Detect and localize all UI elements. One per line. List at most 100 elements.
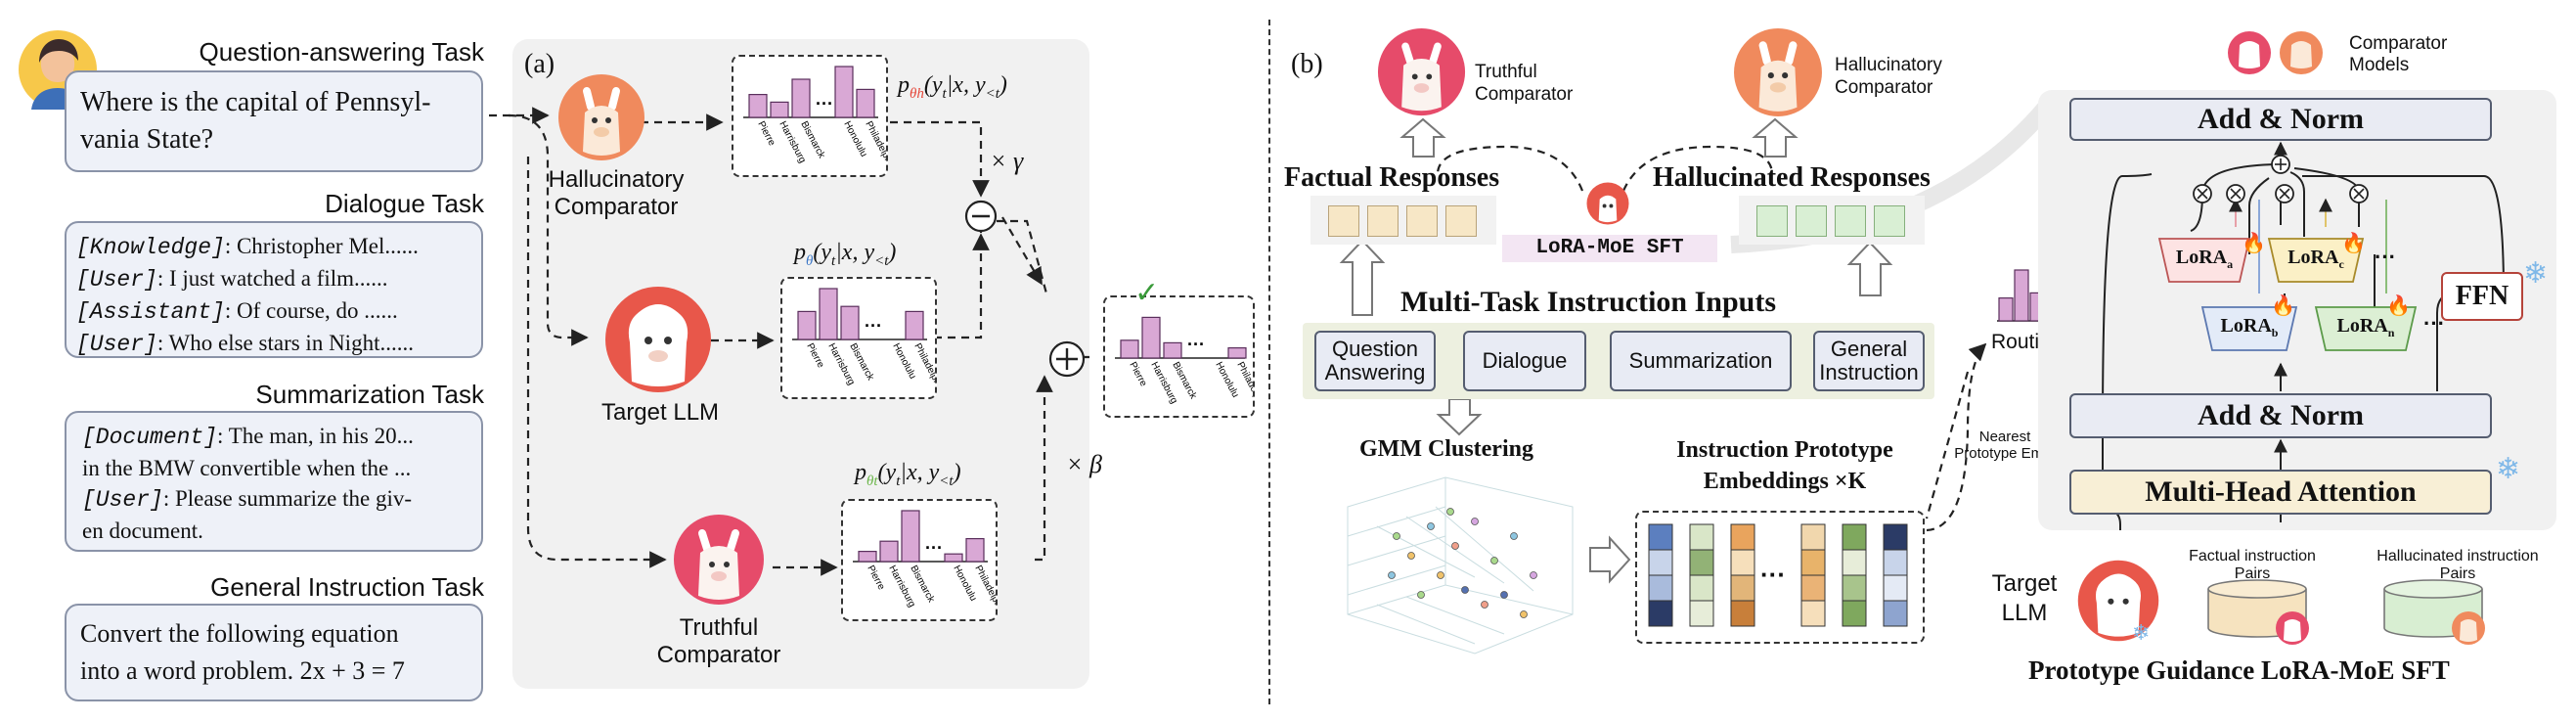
fire-icon: 🔥	[2242, 233, 2266, 254]
dist-bar	[840, 305, 860, 340]
truthful-small-llama-icon	[2275, 610, 2310, 646]
lora-moe-llama-icon	[1586, 182, 1629, 225]
formula-truthful: pθt(yt|x, y<t)	[855, 460, 961, 489]
formula-target: pθ(yt|x, y<t)	[794, 240, 897, 269]
dist-bar	[1163, 341, 1182, 359]
dist-ellipsis: ···	[925, 538, 943, 558]
hallucinated-responses-title: Hallucinated Responses	[1653, 162, 1931, 193]
hallucinatory-comparator-llama-icon	[557, 73, 645, 161]
target-llm-b-llama-icon	[2077, 560, 2159, 642]
fire-icon: 🔥	[2386, 295, 2411, 317]
dist-bar	[770, 101, 789, 118]
truthful-comparator-llama-icon	[673, 514, 766, 607]
check-icon: ✓	[1134, 277, 1160, 309]
panel-a-connectors	[489, 107, 1095, 576]
lora-moe-sft-label: LoRA-MoE SFT	[1502, 235, 1717, 262]
chip-summarization: Summarization	[1610, 331, 1792, 391]
summarization-line: [User]: Please summarize the giv-	[82, 486, 413, 513]
snowflake-icon: ❄	[2523, 257, 2549, 290]
panel-a-label: (a)	[524, 49, 555, 79]
snowflake-icon: ❄	[2132, 620, 2151, 645]
summarization-line: in the BMW convertible when the ...	[82, 456, 412, 480]
general-task-box: Convert the following equation into a wo…	[65, 604, 483, 701]
dist-bar	[905, 310, 924, 340]
dist-ellipsis: ···	[1187, 335, 1205, 354]
chip-dialogue: Dialogue	[1463, 331, 1586, 391]
lora-a-expert: LoRAa	[2157, 237, 2251, 284]
dist-bar	[797, 310, 817, 340]
general-line-2: into a word problem. 2x + 3 = 7	[80, 656, 405, 685]
hallucinated-responses-strip	[1739, 196, 1925, 245]
plus-operator-icon	[1048, 340, 1086, 378]
dist-ellipsis: ···	[865, 316, 882, 336]
dist-bar	[965, 537, 985, 563]
minus-operator-icon	[964, 200, 998, 233]
qa-task-title: Question-answering Task	[199, 37, 484, 67]
dialogue-task-title: Dialogue Task	[325, 189, 484, 218]
factual-responses-title: Factual Responses	[1284, 162, 1500, 193]
add-norm-bottom: Add & Norm	[2069, 393, 2492, 438]
dist-ellipsis: ···	[816, 94, 833, 113]
fire-icon: 🔥	[2271, 295, 2295, 317]
snowflake-icon: ❄	[2496, 453, 2521, 485]
dist-bar	[944, 553, 963, 563]
dialogue-line: [User]: I just watched a film......	[76, 266, 388, 293]
dist-bar	[1141, 316, 1161, 359]
lora-ellipsis-top: ···	[2375, 245, 2396, 269]
qa-text-line-1: Where is the capital of Pennsyl-	[80, 87, 431, 117]
truthful-comparator-b-llama-icon	[1377, 27, 1467, 117]
prototype-embeddings-box	[1635, 511, 1925, 644]
dialogue-line: [Knowledge]: Christopher Mel......	[76, 234, 419, 260]
gmm-clustering-title: GMM Clustering	[1359, 436, 1533, 462]
lora-c-expert: LoRAc	[2267, 237, 2365, 284]
general-line-1: Convert the following equation	[80, 619, 399, 648]
dist-bar	[1120, 339, 1139, 359]
target-llm-llama-icon	[604, 286, 712, 393]
beta-label: × β	[1066, 450, 1102, 478]
gmm-scatter-plot	[1338, 468, 1582, 663]
dialogue-task-box: [Knowledge]: Christopher Mel...... [User…	[65, 221, 483, 358]
ffn-block: FFN	[2441, 272, 2523, 321]
hallucinatory-comparator-b-llama-icon	[1733, 27, 1823, 117]
summarization-task-title: Summarization Task	[255, 380, 484, 409]
formula-hallucinatory: pθh(yt|x, y<t)	[898, 72, 1007, 102]
lora-b-expert: LoRAb	[2200, 305, 2298, 352]
dialogue-line: [User]: Who else stars in Night......	[76, 331, 414, 357]
general-task-title: General Instruction Task	[210, 572, 484, 602]
dist-bar	[748, 93, 768, 118]
dist-bar	[901, 510, 920, 563]
dist-bar	[879, 540, 899, 563]
dist-bar	[858, 550, 877, 563]
multitask-title: Multi-Task Instruction Inputs	[1400, 286, 1777, 318]
prototype-ellipsis: ···	[1760, 560, 1786, 589]
dialogue-line: [Assistant]: Of course, do ......	[76, 298, 398, 325]
panel-divider	[1268, 20, 1270, 704]
qa-text-line-2: vania State?	[80, 124, 214, 155]
dist-bar	[1227, 346, 1247, 359]
routing-bar	[1998, 296, 2014, 322]
lora-ellipsis-bottom: ···	[2423, 311, 2445, 336]
gamma-label: × γ	[990, 147, 1024, 175]
fire-icon: 🔥	[2341, 233, 2366, 254]
lora-n-expert: LoRAn	[2314, 305, 2418, 352]
add-norm-top: Add & Norm	[2069, 98, 2492, 141]
dist-bar	[834, 66, 854, 118]
target-llm-label: Target LLM	[600, 399, 720, 426]
panel-b-label: (b)	[1291, 49, 1323, 79]
summarization-task-box: [Document]: The man, in his 20... in the…	[65, 411, 483, 552]
routing-bar	[2014, 269, 2029, 322]
multi-head-attention: Multi-Head Attention	[2069, 470, 2492, 515]
